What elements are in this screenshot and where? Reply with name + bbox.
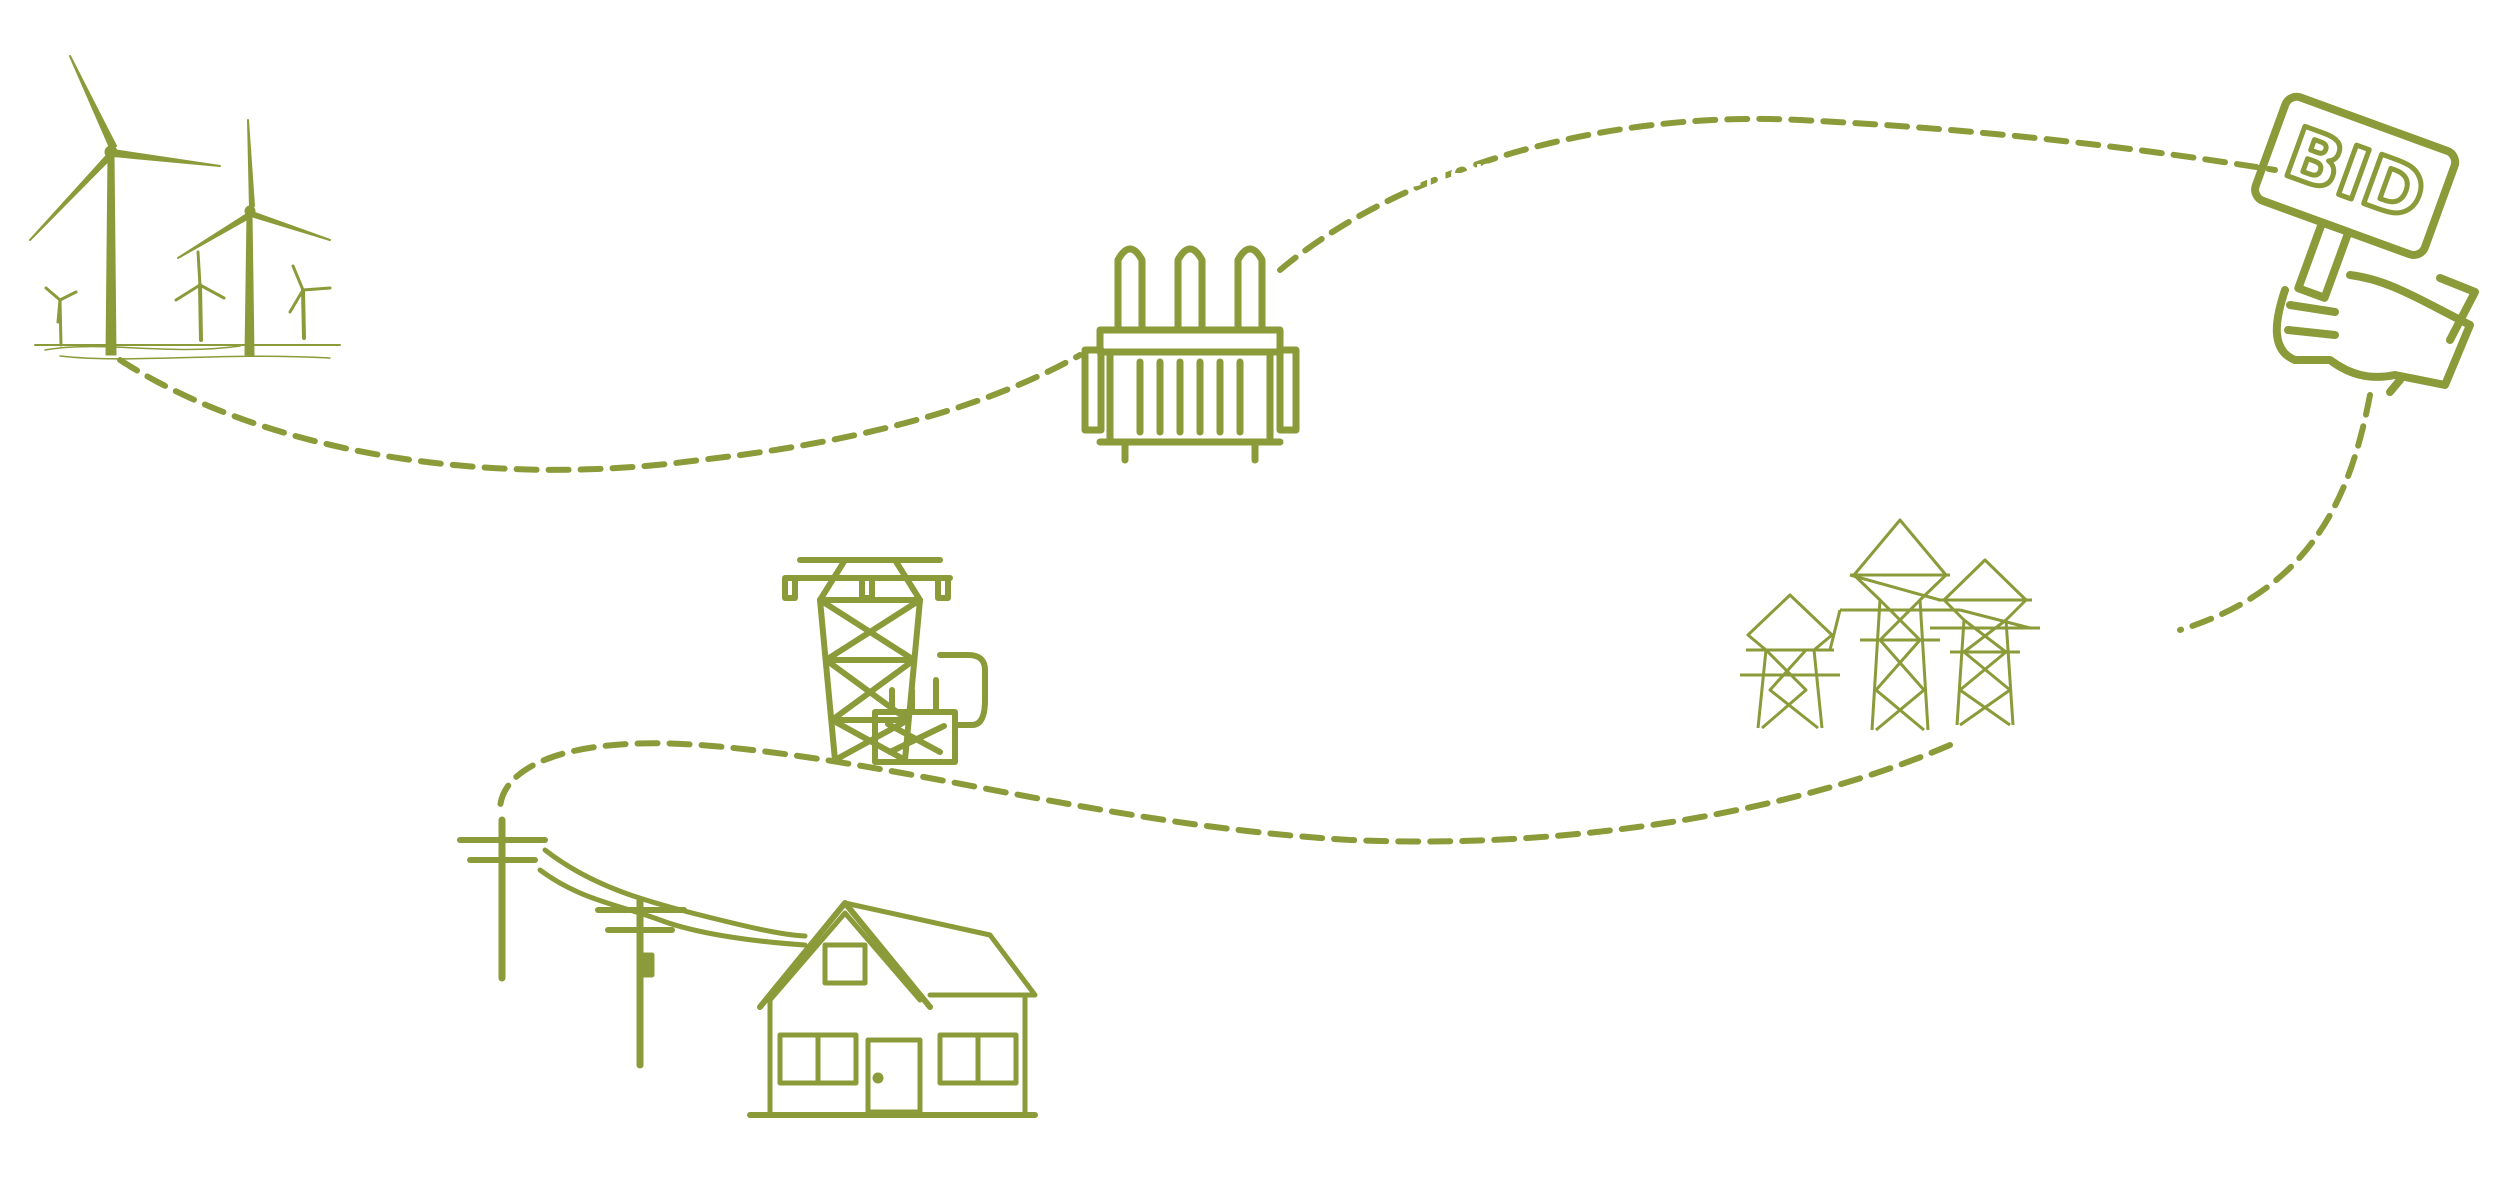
step-description: Energy travels from the grid along the s… bbox=[1192, 885, 2012, 1059]
step-number: 1 bbox=[370, 176, 457, 312]
substation-transformer-icon bbox=[1085, 249, 1296, 460]
step-number: 4 bbox=[1066, 590, 1153, 726]
step-text-line: The energy is offered to the bbox=[1650, 266, 2290, 324]
step-text-line: energy from the wind as bbox=[452, 224, 964, 282]
step-text-line: The turbine captures bbox=[452, 166, 964, 224]
step-text-line: collects the energy bbox=[1156, 144, 1587, 202]
step-number: 6 bbox=[1070, 920, 1157, 1056]
flow-path-4-5 bbox=[500, 743, 1950, 841]
bid-sign-text: BID bbox=[2275, 110, 2437, 237]
transmission-towers-icon bbox=[1740, 520, 2040, 730]
step-text-line: to the electricity grid bbox=[298, 652, 718, 710]
step-text-line: The energy is added bbox=[298, 594, 718, 652]
step-description: The energy is offered to the national en… bbox=[1650, 266, 2290, 440]
step-description: The onsite substation collects the energ… bbox=[1156, 86, 1587, 202]
step-text-line: the wind turns the blades bbox=[452, 282, 964, 340]
home-powerline-icon bbox=[460, 820, 1035, 1115]
step-text-line: smaller transmission lines that distribu… bbox=[1192, 943, 2012, 1001]
step-text-line: wholesale auction) for purchase bbox=[1650, 382, 2290, 440]
step-number: 2 bbox=[1058, 84, 1145, 220]
step-text-line: The energy is sent from the bbox=[1188, 562, 1743, 620]
step-text-line: national energy market (a bbox=[1650, 324, 2290, 382]
step-text-line: Energy travels from the grid along the bbox=[1192, 885, 2012, 943]
step-description: The turbine captures energy from the win… bbox=[452, 166, 964, 340]
step-number: 5 bbox=[188, 592, 275, 728]
step-description: The energy is added to the electricity g… bbox=[298, 594, 718, 710]
step-description: The energy is sent from the substation a… bbox=[1188, 562, 1743, 736]
grid-tower-transformer-icon bbox=[785, 560, 985, 762]
step-text-line: substation along large bbox=[1188, 620, 1743, 678]
step-text-line: transmission lines bbox=[1188, 678, 1743, 736]
flow-path-1-2 bbox=[120, 355, 1080, 470]
step-text-line: power to your home bbox=[1192, 1001, 2012, 1059]
step-number: 3 bbox=[1548, 298, 1635, 434]
step-text-line: The onsite substation bbox=[1156, 86, 1587, 144]
wind-turbines-icon bbox=[30, 56, 340, 359]
